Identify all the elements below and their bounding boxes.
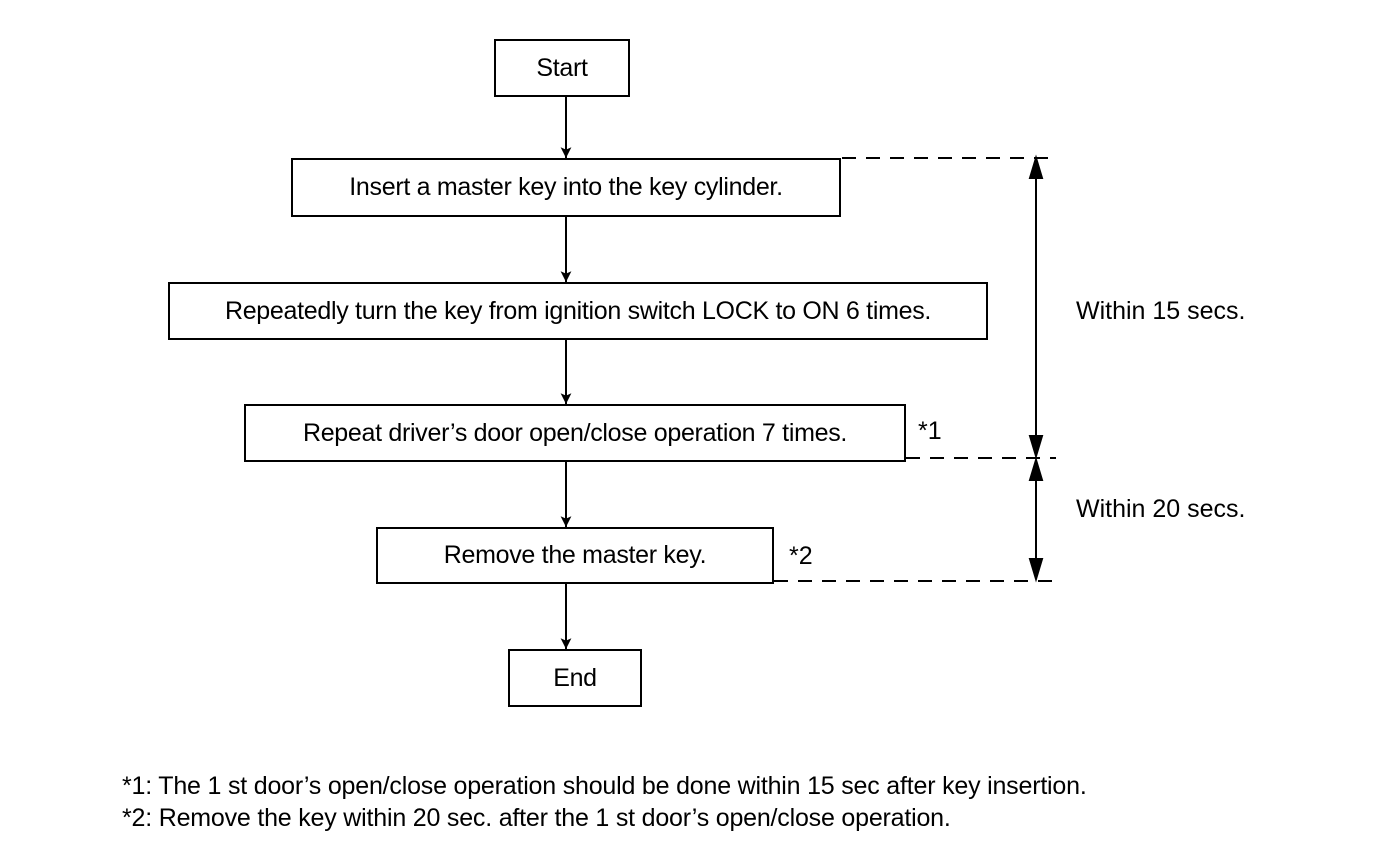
note-mark-1: *1: [918, 417, 942, 445]
footnote-2: *2: Remove the key within 20 sec. after …: [122, 804, 951, 832]
range-15-top-arrowhead: [1028, 154, 1044, 179]
start-box: Start: [494, 39, 630, 97]
end-label: End: [553, 663, 597, 692]
turn-key-box: Repeatedly turn the key from ignition sw…: [168, 282, 988, 340]
timing-label-15-secs: Within 15 secs.: [1076, 297, 1246, 325]
remove-key-box: Remove the master key.: [376, 527, 774, 584]
insert-key-box: Insert a master key into the key cylinde…: [291, 158, 841, 217]
insert-key-label: Insert a master key into the key cylinde…: [349, 173, 783, 201]
end-box: End: [508, 649, 642, 707]
timing-guides: [774, 157, 1056, 582]
door-operation-box: Repeat driver’s door open/close operatio…: [244, 404, 906, 462]
timing-ranges: [1028, 154, 1044, 583]
range-20-bottom-arrowhead: [1028, 558, 1044, 583]
note-mark-2: *2: [789, 542, 813, 570]
turn-key-label: Repeatedly turn the key from ignition sw…: [224, 296, 932, 325]
range-15-bottom-arrowhead: [1028, 435, 1044, 460]
range-20-top-arrowhead: [1028, 456, 1044, 481]
timing-label-20-secs: Within 20 secs.: [1076, 495, 1246, 523]
start-label: Start: [536, 53, 588, 82]
footnote-1: *1: The 1 st door’s open/close operation…: [122, 772, 1087, 800]
door-operation-label: Repeat driver’s door open/close operatio…: [302, 418, 848, 447]
remove-key-label: Remove the master key.: [443, 541, 707, 569]
